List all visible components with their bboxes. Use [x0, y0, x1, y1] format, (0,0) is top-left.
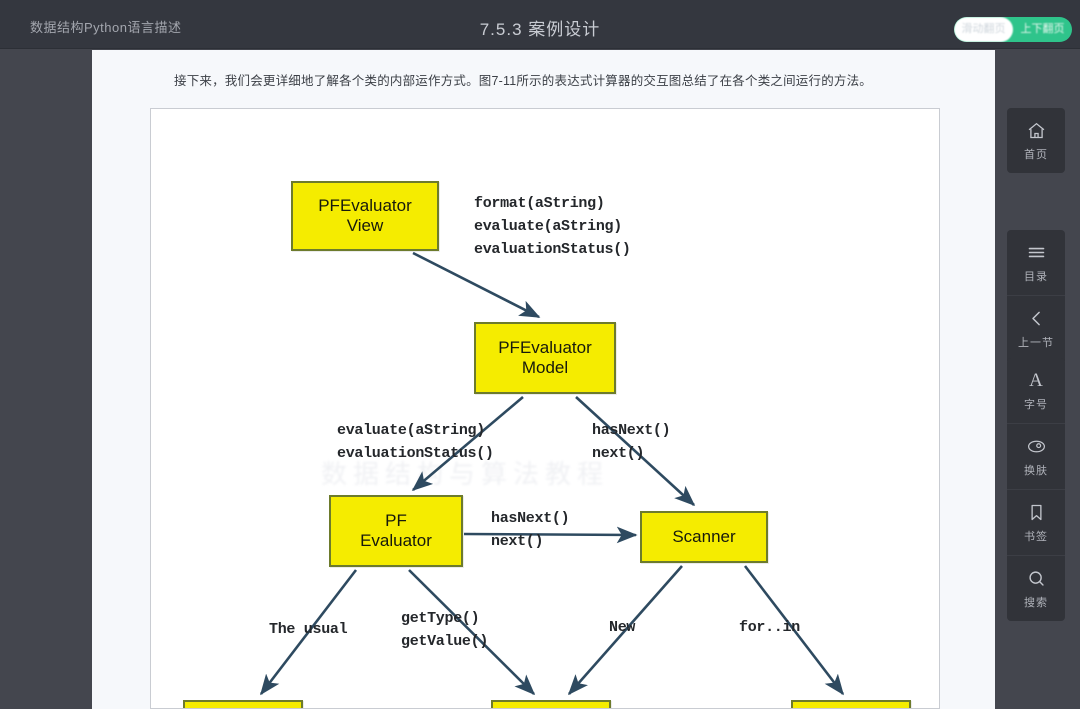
node-line-1: PFEvaluator — [318, 196, 412, 215]
edge-label-scanner-to-string: for..in — [739, 619, 800, 636]
rail-item-bookmark[interactable]: 书签 — [1007, 489, 1065, 555]
rail-item-label: 首页 — [1024, 148, 1048, 161]
diagram-node-pf-evaluator[interactable]: PF Evaluator — [329, 495, 463, 567]
node-line-1: PF — [385, 511, 407, 530]
diagram-node-stack[interactable]: Stack — [183, 700, 303, 708]
menu-icon — [1026, 242, 1047, 264]
search-icon — [1026, 568, 1047, 590]
rail-item-catalog[interactable]: 目录 — [1007, 230, 1065, 295]
rail-item-label: 目录 — [1024, 270, 1048, 283]
node-line-1: Scanner — [672, 527, 736, 546]
tool-rail: 首页 目录 上一节 — [995, 50, 1080, 709]
rail-item-label: 换肤 — [1024, 464, 1048, 477]
home-icon — [1026, 120, 1047, 142]
diagram-node-string[interactable]: String — [791, 700, 911, 708]
node-line-1: PFEvaluator — [498, 338, 592, 357]
book-title: 数据结构Python语言描述 — [30, 20, 182, 35]
bookmark-icon — [1026, 502, 1047, 524]
diagram-node-pfevaluator-view[interactable]: PFEvaluator View — [291, 181, 439, 251]
rail-item-label: 书签 — [1024, 530, 1048, 543]
rail-item-label: 上一节 — [1018, 336, 1054, 349]
rail-item-label: 搜索 — [1024, 596, 1048, 609]
interaction-diagram-figure: 数据结构与算法教程 — [150, 108, 940, 709]
rail-item-home[interactable]: 首页 — [1007, 108, 1065, 173]
rail-item-search[interactable]: 搜索 — [1007, 555, 1065, 621]
body-paragraph: 接下来，我们会更详细地了解各个类的内部运作方式。图7-11所示的表达式计算器的交… — [174, 74, 872, 88]
rail-item-label: 字号 — [1024, 398, 1048, 411]
edge-label-scanner-to-token: New — [609, 619, 636, 636]
page-mode-scroll-option[interactable]: 上下翻页 — [1020, 23, 1065, 35]
top-bar: 数据结构Python语言描述 7.5.3 案例设计 滑动翻页 上下翻页 — [0, 0, 1080, 49]
palette-icon — [1026, 436, 1047, 458]
font-size-icon: A — [1029, 370, 1043, 391]
edge-label-view-to-model: format(aString) evaluate(aString) evalua… — [474, 195, 631, 258]
chevron-left-icon — [1026, 308, 1047, 330]
rail-item-theme[interactable]: 换肤 — [1007, 423, 1065, 489]
chapter-title: 7.5.3 案例设计 — [479, 20, 601, 39]
diagram-arrows — [259, 251, 845, 696]
node-line-2: Model — [521, 358, 569, 377]
edge-label-evaluator-to-token: getType() getValue() — [401, 610, 489, 650]
edge-label-evaluator-to-stack: The usual — [269, 621, 348, 638]
node-line-2: Evaluator — [360, 531, 432, 550]
tool-rail-group-tools: A 字号 换肤 书签 — [1007, 358, 1065, 621]
page-mode-slide-option[interactable]: 滑动翻页 — [954, 17, 1013, 42]
edge-label-evaluator-to-scanner: hasNext() next() — [491, 510, 570, 550]
page-sheet: 接下来，我们会更详细地了解各个类的内部运作方式。图7-11所示的表达式计算器的交… — [92, 50, 995, 709]
diagram-node-token[interactable]: Token — [491, 700, 611, 708]
node-line-2: View — [346, 216, 384, 235]
edge-label-model-to-evaluator: evaluate(aString) evaluationStatus() — [337, 422, 494, 462]
edge-label-model-to-scanner: hasNext() next() — [592, 422, 671, 462]
tool-rail-group-home: 首页 — [1007, 108, 1065, 173]
rail-item-font-size[interactable]: A 字号 — [1007, 358, 1065, 423]
diagram-node-pfevaluator-model[interactable]: PFEvaluator Model — [474, 322, 616, 394]
diagram-node-scanner[interactable]: Scanner — [640, 511, 768, 563]
rail-item-prev-section[interactable]: 上一节 — [1007, 295, 1065, 361]
page-mode-toggle[interactable]: 滑动翻页 上下翻页 — [954, 17, 1072, 42]
